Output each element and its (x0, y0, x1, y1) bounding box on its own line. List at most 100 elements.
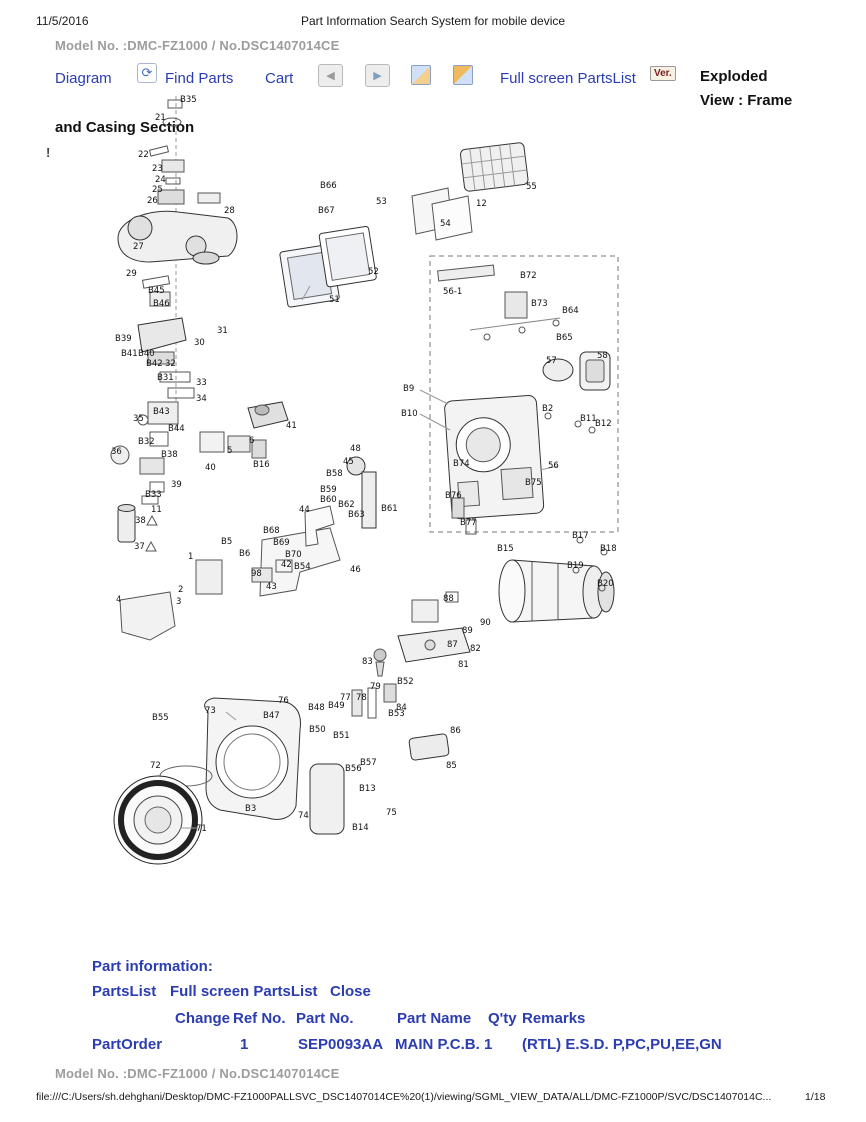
part-label-89[interactable]: 89 (462, 626, 473, 636)
part-label-54[interactable]: 54 (440, 219, 451, 229)
part-label-77[interactable]: 77 (340, 693, 351, 703)
part-label-74[interactable]: 74 (298, 811, 309, 821)
part-label-11[interactable]: 11 (151, 505, 162, 515)
part-label-52[interactable]: 52 (368, 267, 379, 277)
part-label-B57[interactable]: B57 (360, 758, 377, 768)
part-label-3[interactable]: 3 (176, 597, 182, 607)
part-label-88[interactable]: 88 (443, 594, 454, 604)
part-label-43[interactable]: 43 (266, 582, 277, 592)
part-label-B75[interactable]: B75 (525, 478, 542, 488)
part-label-27[interactable]: 27 (133, 242, 144, 252)
part-label-39[interactable]: 39 (171, 480, 182, 490)
close-link[interactable]: Close (330, 983, 371, 1000)
part-label-48[interactable]: 48 (350, 444, 361, 454)
part-label-B16[interactable]: B16 (253, 460, 270, 470)
part-label-83[interactable]: 83 (362, 657, 373, 667)
part-label-B54[interactable]: B54 (294, 562, 311, 572)
part-label-72[interactable]: 72 (150, 761, 161, 771)
part-label-B33[interactable]: B33 (145, 490, 162, 500)
part-label-4[interactable]: 4 (116, 595, 122, 605)
part-label-51[interactable]: 51 (329, 295, 340, 305)
part-label-B42[interactable]: B42 (146, 359, 163, 369)
part-label-42[interactable]: 42 (281, 560, 292, 570)
full-screen-partslist-bottom-link[interactable]: Full screen PartsList (170, 983, 318, 1000)
part-label-44[interactable]: 44 (299, 505, 310, 515)
part-label-B18[interactable]: B18 (600, 544, 617, 554)
part-label-B52[interactable]: B52 (397, 677, 414, 687)
part-label-12[interactable]: 12 (476, 199, 487, 209)
part-label-B40[interactable]: B40 (138, 349, 155, 359)
part-label-B74[interactable]: B74 (453, 459, 470, 469)
part-label-58[interactable]: 58 (597, 351, 608, 361)
part-label-B35[interactable]: B35 (180, 95, 197, 105)
part-label-B6[interactable]: B6 (239, 549, 251, 559)
part-label-B39[interactable]: B39 (115, 334, 132, 344)
zoom-in-icon[interactable] (453, 65, 473, 85)
part-label-B12[interactable]: B12 (595, 419, 612, 429)
part-label-73[interactable]: 73 (205, 706, 216, 716)
part-label-B64[interactable]: B64 (562, 306, 579, 316)
partslist-link[interactable]: PartsList (92, 983, 157, 1000)
part-label-B2[interactable]: B2 (542, 404, 554, 414)
part-label-55[interactable]: 55 (526, 182, 537, 192)
part-label-2[interactable]: 2 (178, 585, 184, 595)
part-label-B41[interactable]: B41 (121, 349, 138, 359)
part-label-B43[interactable]: B43 (153, 407, 170, 417)
part-label-B17[interactable]: B17 (572, 531, 589, 541)
part-label-B14[interactable]: B14 (352, 823, 369, 833)
part-label-B20[interactable]: B20 (597, 579, 614, 589)
part-label-B38[interactable]: B38 (161, 450, 178, 460)
refresh-icon[interactable]: ⟳ (137, 63, 157, 83)
part-label-B65[interactable]: B65 (556, 333, 573, 343)
part-label-B73[interactable]: B73 (531, 299, 548, 309)
part-label-B62[interactable]: B62 (338, 500, 355, 510)
part-label-84[interactable]: 84 (396, 703, 407, 713)
part-label-46[interactable]: 46 (350, 565, 361, 575)
part-label-B72[interactable]: B72 (520, 271, 537, 281)
part-order-link[interactable]: PartOrder (92, 1036, 163, 1053)
part-label-31[interactable]: 31 (217, 326, 228, 336)
part-label-56[interactable]: 56 (548, 461, 559, 471)
part-label-40[interactable]: 40 (205, 463, 216, 473)
part-label-23[interactable]: 23 (152, 164, 163, 174)
part-label-B76[interactable]: B76 (445, 491, 462, 501)
part-label-B50[interactable]: B50 (309, 725, 326, 735)
part-label-56-1[interactable]: 56-1 (443, 287, 463, 297)
part-label-B59[interactable]: B59 (320, 485, 337, 495)
part-label-B67[interactable]: B67 (318, 206, 335, 216)
part-label-98[interactable]: 98 (251, 569, 262, 579)
part-label-B45[interactable]: B45 (148, 286, 165, 296)
part-label-B77[interactable]: B77 (460, 518, 477, 528)
part-label-25[interactable]: 25 (152, 185, 163, 195)
part-label-76[interactable]: 76 (278, 696, 289, 706)
part-label-78[interactable]: 78 (356, 693, 367, 703)
part-label-35[interactable]: 35 (133, 414, 144, 424)
part-label-B66[interactable]: B66 (320, 181, 337, 191)
part-label-6[interactable]: 6 (249, 436, 255, 446)
part-label-34[interactable]: 34 (196, 394, 207, 404)
part-label-41[interactable]: 41 (286, 421, 297, 431)
part-label-B61[interactable]: B61 (381, 504, 398, 514)
part-label-33[interactable]: 33 (196, 378, 207, 388)
full-screen-partslist-link[interactable]: Full screen PartsList (500, 70, 636, 87)
forward-button[interactable]: ▶ (365, 64, 390, 87)
part-label-71[interactable]: 71 (196, 824, 207, 834)
part-label-38[interactable]: 38 (135, 516, 146, 526)
part-label-21[interactable]: 21 (155, 113, 166, 123)
find-parts-link[interactable]: Find Parts (165, 70, 234, 87)
part-label-5[interactable]: 5 (227, 446, 233, 456)
part-label-B47[interactable]: B47 (263, 711, 280, 721)
part-label-B63[interactable]: B63 (348, 510, 365, 520)
part-label-22[interactable]: 22 (138, 150, 149, 160)
part-label-B46[interactable]: B46 (153, 299, 170, 309)
part-label-29[interactable]: 29 (126, 269, 137, 279)
part-label-86[interactable]: 86 (450, 726, 461, 736)
part-label-B58[interactable]: B58 (326, 469, 343, 479)
part-label-30[interactable]: 30 (194, 338, 205, 348)
part-label-36[interactable]: 36 (111, 447, 122, 457)
part-label-57[interactable]: 57 (546, 356, 557, 366)
part-label-B70[interactable]: B70 (285, 550, 302, 560)
part-label-B19[interactable]: B19 (567, 561, 584, 571)
part-label-1[interactable]: 1 (188, 552, 194, 562)
